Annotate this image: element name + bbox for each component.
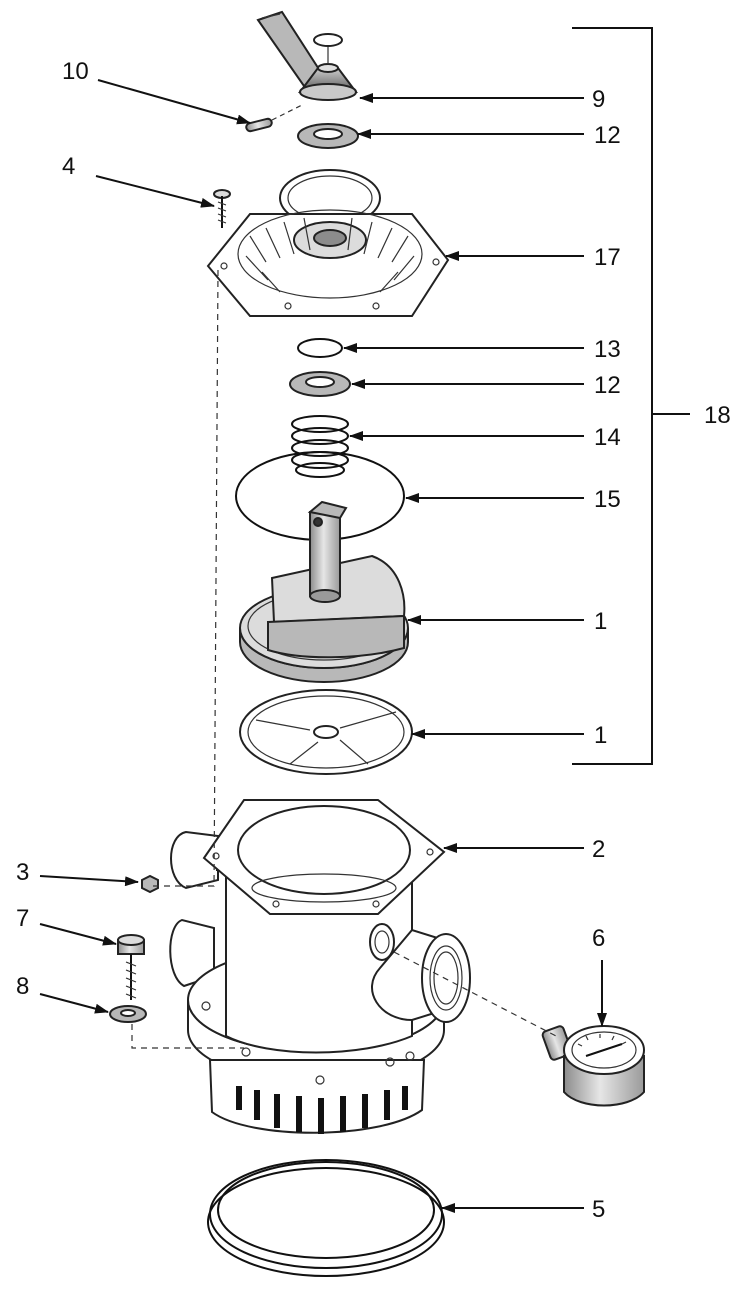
callout-1-gasket: 1: [594, 722, 607, 749]
callout-8: 8: [16, 973, 29, 1000]
hex-bolt: [117, 934, 145, 1000]
callout-18: 18: [704, 402, 731, 429]
valve-cover: [206, 169, 450, 317]
washer-lower: [289, 371, 351, 397]
spider-gasket: [239, 689, 413, 775]
callout-15: 15: [594, 486, 621, 513]
callout-12-upper: 12: [594, 122, 621, 149]
washer-upper: [297, 123, 359, 149]
leader-arrows: [39, 79, 607, 1213]
assembly-bracket: [572, 27, 690, 765]
callout-12-lower: 12: [594, 372, 621, 399]
callout-10: 10: [62, 58, 89, 85]
callout-14: 14: [594, 424, 621, 451]
callout-9: 9: [592, 86, 605, 113]
callout-7: 7: [16, 905, 29, 932]
valve-handle-icon: [256, 10, 358, 101]
callout-2: 2: [592, 836, 605, 863]
callout-6: 6: [592, 925, 605, 952]
base-gasket: [207, 1159, 445, 1277]
alignment-lines: [131, 269, 557, 1049]
spring: [291, 415, 349, 478]
o-ring-13: [297, 338, 343, 358]
pressure-gauge-icon: [541, 1025, 645, 1107]
callout-4: 4: [62, 153, 75, 180]
strainer-slots: [236, 1086, 408, 1134]
callout-5: 5: [592, 1196, 605, 1223]
callout-17: 17: [594, 244, 621, 271]
hex-nut: [141, 874, 159, 894]
rotor-diverter: [239, 500, 409, 683]
callout-13: 13: [594, 336, 621, 363]
callout-3: 3: [16, 859, 29, 886]
callout-labels: 10 9 12 4 17 13 12 14 15 1 1 18 2 3 7 6 …: [16, 58, 731, 1223]
bolt-washer: [109, 1005, 147, 1023]
valve-body: [169, 799, 471, 1134]
cover-screw: [213, 189, 231, 228]
handle-pin: [245, 103, 305, 133]
callout-1-rotor: 1: [594, 608, 607, 635]
